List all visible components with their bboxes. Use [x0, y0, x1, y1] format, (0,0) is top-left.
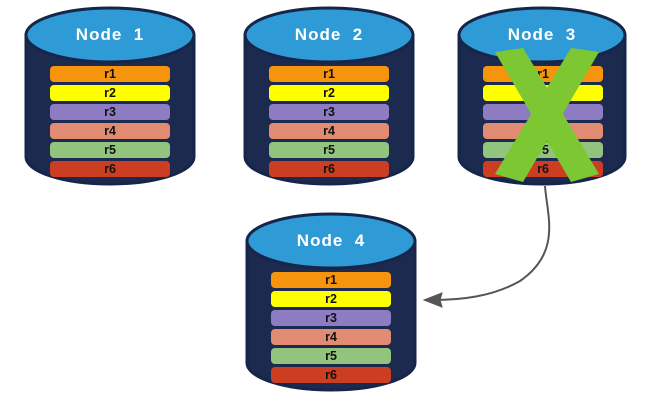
node-2-row-r4[interactable]: r4 [269, 123, 389, 139]
node-1-row-r6[interactable]: r6 [50, 161, 170, 177]
row-label: r6 [104, 161, 116, 176]
node-3-rows: r1 r2 r3 r4 r5 r6 [483, 66, 603, 177]
row-label: r5 [325, 348, 337, 363]
node-1-row-r3[interactable]: r3 [50, 104, 170, 120]
cylinder-top-ellipse [24, 6, 196, 64]
row-label: r2 [104, 85, 116, 100]
node-3-row-r6[interactable]: r6 [483, 161, 603, 177]
node-1-row-r5[interactable]: r5 [50, 142, 170, 158]
row-label: r1 [323, 66, 335, 81]
node-4-row-r4[interactable]: r4 [271, 329, 391, 345]
row-label: r1 [325, 272, 337, 287]
node-3-row-r3[interactable]: r3 [483, 104, 603, 120]
node-3-row-r2[interactable]: r2 [483, 85, 603, 101]
row-label: r4 [537, 123, 549, 138]
node-2-row-r1[interactable]: r1 [269, 66, 389, 82]
row-label: r3 [537, 104, 549, 119]
row-label: r5 [323, 142, 335, 157]
row-label: r3 [323, 104, 335, 119]
node-2-row-r2[interactable]: r2 [269, 85, 389, 101]
row-label: r6 [325, 367, 337, 382]
row-label: r6 [323, 161, 335, 176]
node-2-row-r3[interactable]: r3 [269, 104, 389, 120]
node-3-row-r5[interactable]: r5 [483, 142, 603, 158]
row-label: r2 [323, 85, 335, 100]
node-2-row-r5[interactable]: r5 [269, 142, 389, 158]
node-4[interactable]: Node 4 r1 r2 r3 r4 r5 r6 [245, 212, 417, 392]
node-2[interactable]: Node 2 r1 r2 r3 r4 r5 r6 [243, 6, 415, 186]
row-label: r2 [537, 85, 549, 100]
row-label: r4 [323, 123, 335, 138]
node-4-row-r2[interactable]: r2 [271, 291, 391, 307]
node-2-row-r6[interactable]: r6 [269, 161, 389, 177]
row-label: r1 [104, 66, 116, 81]
cylinder-top-ellipse [243, 6, 415, 64]
row-label: r2 [325, 291, 337, 306]
node-4-row-r3[interactable]: r3 [271, 310, 391, 326]
node-4-row-r5[interactable]: r5 [271, 348, 391, 364]
node-1-row-r4[interactable]: r4 [50, 123, 170, 139]
node-3-row-r4[interactable]: r4 [483, 123, 603, 139]
row-label: r6 [537, 161, 549, 176]
row-label: r5 [104, 142, 116, 157]
node-1[interactable]: Node 1 r1 r2 r3 r4 r5 r6 [24, 6, 196, 186]
node-1-row-r2[interactable]: r2 [50, 85, 170, 101]
node-1-rows: r1 r2 r3 r4 r5 r6 [50, 66, 170, 177]
cylinder-top-ellipse [457, 6, 627, 64]
node-4-rows: r1 r2 r3 r4 r5 r6 [271, 272, 391, 383]
node-1-row-r1[interactable]: r1 [50, 66, 170, 82]
row-label: r5 [537, 142, 549, 157]
node-3[interactable]: Node 3 r1 r2 r3 r4 r5 r6 [457, 6, 627, 186]
cylinder-top-ellipse [245, 212, 417, 270]
node-4-row-r1[interactable]: r1 [271, 272, 391, 288]
arrow-head [422, 292, 443, 308]
arrow-curve [431, 185, 551, 301]
node-4-row-r6[interactable]: r6 [271, 367, 391, 383]
row-label: r4 [104, 123, 116, 138]
node-2-rows: r1 r2 r3 r4 r5 r6 [269, 66, 389, 177]
row-label: r1 [537, 66, 549, 81]
row-label: r3 [325, 310, 337, 325]
row-label: r4 [325, 329, 337, 344]
node-3-row-r1[interactable]: r1 [483, 66, 603, 82]
row-label: r3 [104, 104, 116, 119]
